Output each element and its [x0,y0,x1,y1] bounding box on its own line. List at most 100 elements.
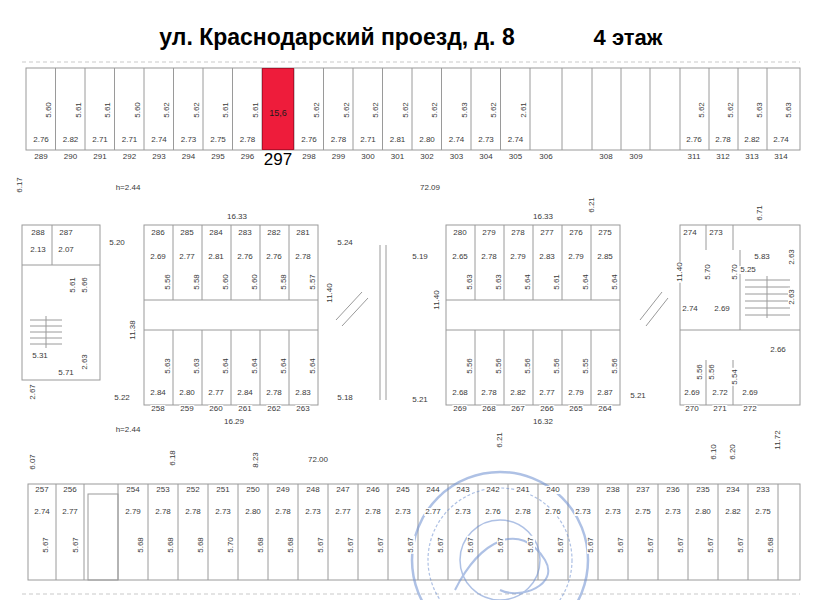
dimension-label: 5.60 [45,101,53,119]
dimension-label: 5.62 [727,101,735,119]
dimension-label: 5.68 [287,536,295,554]
dimension-label: 2.76 [236,253,254,261]
room-number: 290 [63,153,78,161]
dimension-label: 5.56 [696,363,704,381]
room-number: 233 [755,486,770,494]
dimension-label: 5.56 [466,357,474,375]
dimension-label: 2.78 [274,508,292,516]
dimension-label: 2.75 [754,508,772,516]
room-number: 245 [395,486,410,494]
dimension-label: 5.64 [582,273,590,291]
dimension-label: 2.63 [788,248,796,266]
dimension-label: 2.71 [121,136,139,144]
room-number: 269 [452,405,467,413]
dimension-label: 5.20 [108,239,126,247]
room-number: 272 [742,405,757,413]
dimension-label: 2.77 [424,508,442,516]
dimension-label: 6.20 [729,443,737,461]
room-number: 275 [597,229,612,237]
dimension-label: 2.07 [57,246,75,254]
dimension-label: 2.77 [178,253,196,261]
dimension-label: 2.73 [304,508,322,516]
room-number: 302 [419,153,434,161]
room-number: 273 [708,229,723,237]
dimension-label: 6.21 [496,431,504,449]
dimension-label: 2.78 [514,508,532,516]
dimension-label: 11.40 [433,289,441,310]
dimension-label: 2.84 [149,389,167,397]
dimension-label: 5.70 [227,536,235,554]
dimension-label: 2.77 [538,389,556,397]
dimension-label: 5.62 [163,101,171,119]
dimension-label: 2.73 [394,508,412,516]
dimension-label: 5.62 [698,101,706,119]
dimension-label: 2.74 [448,136,466,144]
dimension-label: 2.63 [81,353,89,371]
room-number: 271 [712,405,727,413]
room-number: 277 [539,229,554,237]
room-number: 235 [695,486,710,494]
dimension-label: 6.71 [756,204,764,222]
room-number: 240 [545,486,560,494]
dimension-label: 2.78 [294,253,312,261]
dimension-label: 2.67 [29,383,37,401]
room-number: 305 [508,153,523,161]
dimension-label: 5.63 [193,357,201,375]
dimension-label: 5.64 [222,357,230,375]
dimension-label: 5.64 [309,357,317,375]
dimension-label: 5.61 [69,276,77,294]
dimension-label: 2.73 [180,136,198,144]
dimension-label: 2.76 [265,253,283,261]
dimension-label: 2.71 [91,136,109,144]
dimension-label: 5.62 [490,101,498,119]
room-number: 242 [485,486,500,494]
room-number: 289 [33,153,48,161]
dimension-label: 2.76 [685,136,703,144]
dimension-label: 5.83 [753,253,771,261]
dimension-label: 2.78 [480,253,498,261]
dimension-label: 2.78 [265,389,283,397]
highlighted-room: 15,6297 [262,68,294,150]
dimension-label: 11.72 [774,429,782,450]
dimension-label: 5.61 [222,101,230,119]
dimension-label: 5.67 [677,536,685,554]
room-number: 243 [455,486,470,494]
dimension-label: 2.74 [681,305,699,313]
dimension-label: 5.68 [257,536,265,554]
dimension-label: 5.21 [411,396,429,404]
dimension-label: 5.67 [527,536,535,554]
dimension-label: 5.62 [343,101,351,119]
room-number: 252 [185,486,200,494]
room-number: 312 [715,153,730,161]
dimension-label: 5.67 [317,536,325,554]
dimension-label: 2.74 [772,136,790,144]
dimension-label: 2.72 [711,389,729,397]
dimension-label: 2.78 [480,389,498,397]
room-number: 258 [150,405,165,413]
dimension-label: 2.87 [596,389,614,397]
dimension-label: 5.61 [252,101,260,119]
dimension-label: 5.67 [347,536,355,554]
dimension-label: 2.73 [477,136,495,144]
room-number: 246 [365,486,380,494]
dimension-label: h=2.44 [115,184,142,192]
dimension-label: 5.62 [193,101,201,119]
dimension-label: 2.73 [574,508,592,516]
room-number: 270 [684,405,699,413]
dimension-label: 2.74 [507,136,525,144]
dimension-label: 5.64 [611,273,619,291]
dimension-label: 11.38 [129,319,137,340]
dimension-label: 5.67 [497,536,505,554]
dimension-label: 2.80 [694,508,712,516]
room-number: 257 [34,486,49,494]
dimension-label: 5.31 [31,352,49,360]
room-number: 306 [538,153,553,161]
room-number: 264 [597,405,612,413]
room-number: 298 [301,153,316,161]
room-number: 300 [360,153,375,161]
dimension-label: 2.73 [664,508,682,516]
dimension-label: 5.63 [495,273,503,291]
dimension-label: 2.69 [741,389,759,397]
dimension-label: 2.71 [359,136,377,144]
